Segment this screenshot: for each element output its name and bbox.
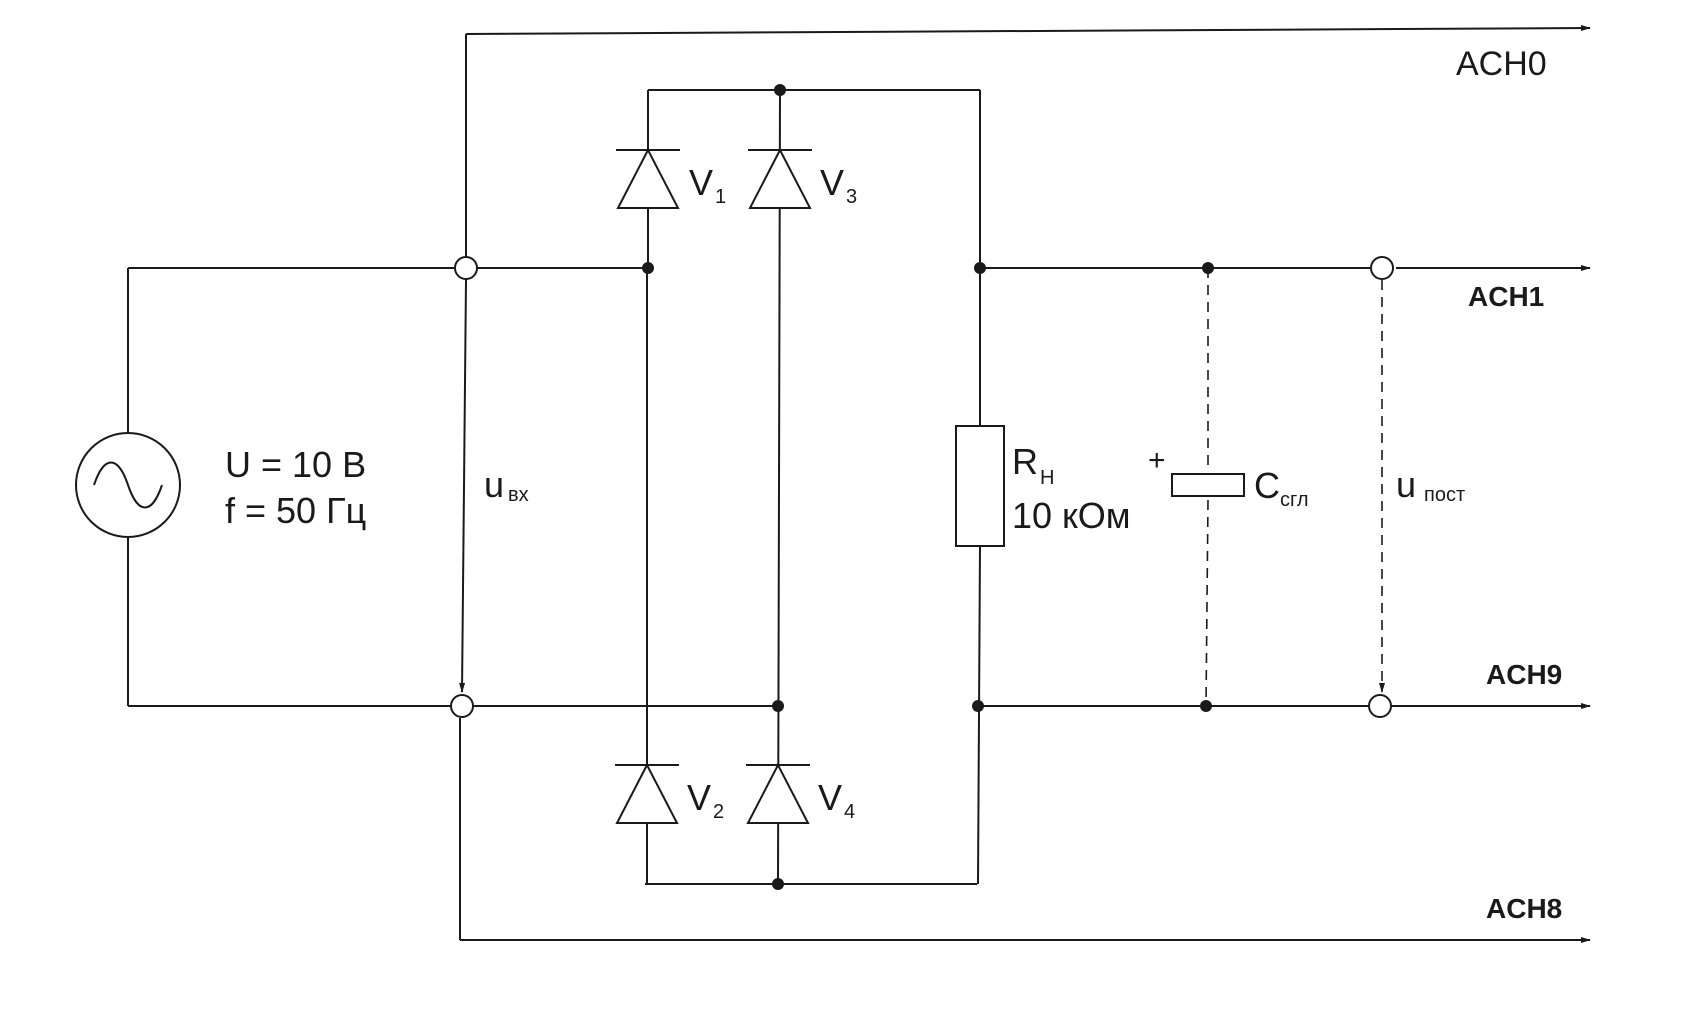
capacitor-polarity: +: [1148, 444, 1166, 477]
load-resistor: [955, 268, 1005, 885]
junction-dot: [642, 262, 654, 274]
input-terminal-bottom: [450, 694, 474, 718]
diode-v2: [615, 762, 679, 824]
output-terminal-bottom: [1368, 694, 1392, 718]
junction-dot: [1202, 262, 1214, 274]
smoothing-capacitor: [1171, 268, 1245, 707]
ach0-line: [465, 25, 1591, 35]
channel-ach8-label: ACH8: [1486, 893, 1562, 924]
junction-dot: [1200, 700, 1212, 712]
junction-dot: [772, 878, 784, 890]
resistor-body: [955, 425, 1005, 547]
ac-source: [75, 267, 462, 707]
source-frequency-label: f = 50 Гц: [225, 490, 366, 531]
junction-dot: [774, 84, 786, 96]
input-voltage-arrow: [459, 279, 467, 693]
junction-dot: [772, 700, 784, 712]
diode-v3: [748, 147, 812, 209]
junction-dot: [972, 700, 984, 712]
capacitor-label: Cсгл: [1254, 465, 1309, 511]
output-terminal-top: [1370, 256, 1394, 280]
sine-wave-icon: [93, 461, 163, 509]
input-terminal-top: [454, 256, 478, 280]
capacitor-body: [1171, 473, 1245, 497]
diode-v1: [616, 147, 680, 209]
channel-ach9-label: ACH9: [1486, 659, 1562, 690]
channel-ach0-label: ACH0: [1456, 45, 1547, 83]
junction-dot: [974, 262, 986, 274]
diode-v4: [746, 762, 810, 824]
resistor-value: 10 кОм: [1012, 495, 1131, 536]
source-voltage-label: U = 10 В: [225, 444, 366, 485]
channel-ach1-label: ACH1: [1468, 281, 1544, 312]
diode-bridge: [462, 89, 981, 885]
